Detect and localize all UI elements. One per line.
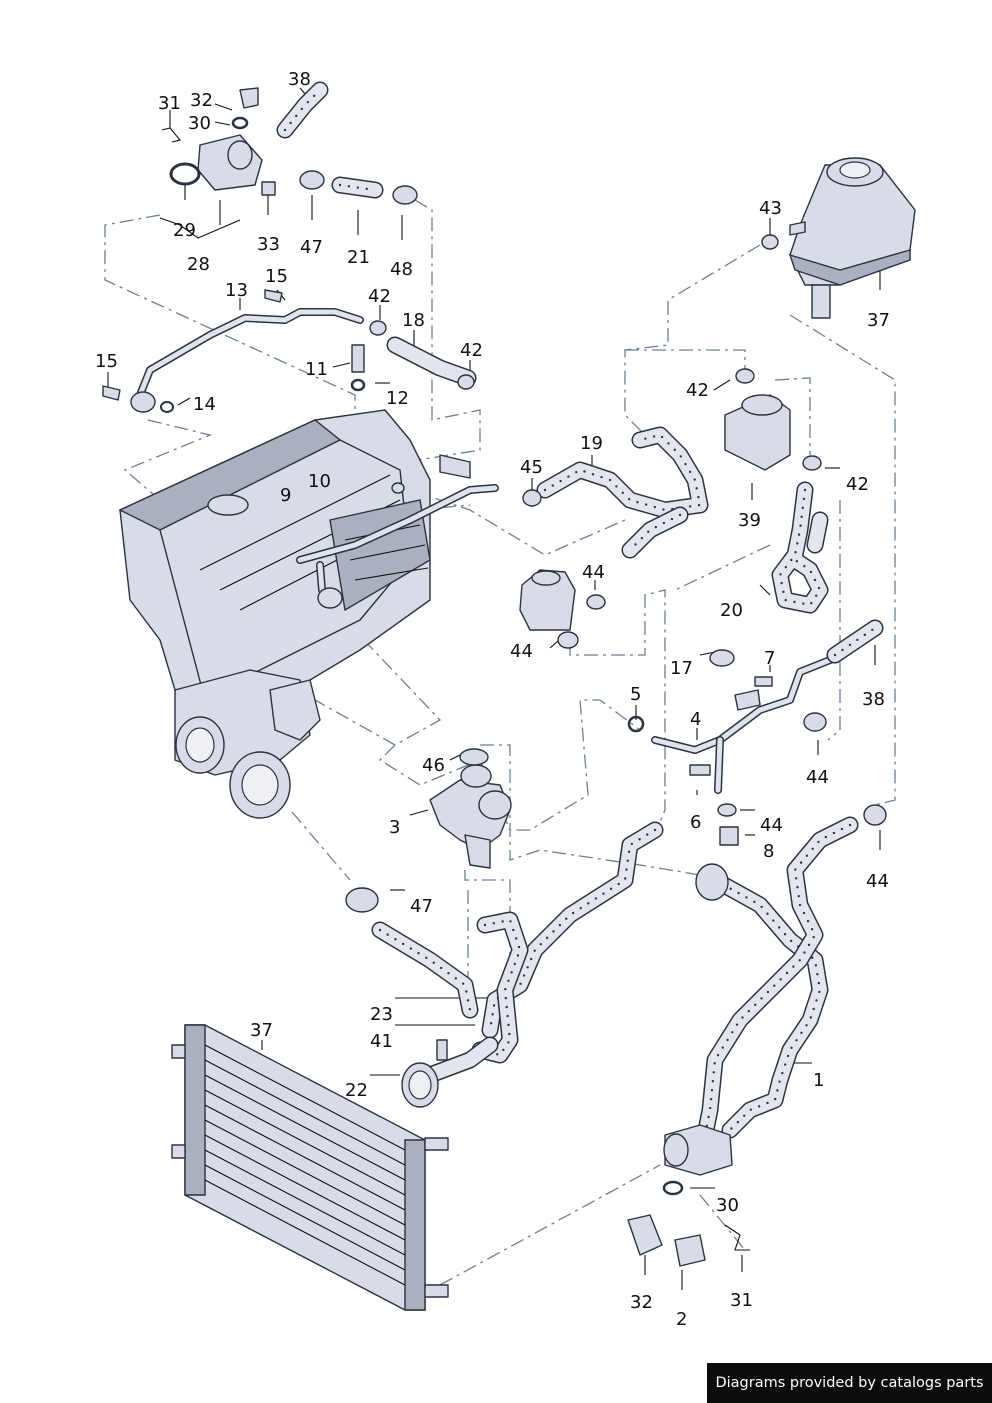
callout-42: 42 — [686, 380, 709, 401]
callout-7: 7 — [764, 648, 775, 669]
callout-labels: 31 32 38 30 29 33 47 21 48 28 43 37 13 1… — [95, 69, 890, 1330]
callout-10: 10 — [308, 471, 331, 492]
callout-20: 20 — [720, 600, 743, 621]
callout-21: 21 — [347, 247, 370, 268]
callout-44: 44 — [760, 815, 783, 836]
callout-30: 30 — [188, 113, 211, 134]
callout-39: 39 — [738, 510, 761, 531]
callout-9: 9 — [280, 485, 291, 506]
callout-2: 2 — [676, 1309, 687, 1330]
radiator-hoses — [345, 804, 887, 1267]
callout-14: 14 — [193, 394, 216, 415]
callout-47: 47 — [300, 237, 323, 258]
callout-15: 15 — [265, 266, 288, 287]
callout-42: 42 — [460, 340, 483, 361]
callout-42: 42 — [846, 474, 869, 495]
callout-11: 11 — [305, 359, 328, 380]
callout-46: 46 — [422, 755, 445, 776]
callout-44: 44 — [806, 767, 829, 788]
callout-4: 4 — [690, 709, 701, 730]
callout-13: 13 — [225, 280, 248, 301]
callout-3: 3 — [389, 817, 400, 838]
callout-17: 17 — [670, 658, 693, 679]
callout-31: 31 — [158, 93, 181, 114]
thermostat-housing-28 — [161, 81, 418, 205]
callout-45: 45 — [520, 457, 543, 478]
callout-1: 1 — [813, 1070, 824, 1091]
callout-8: 8 — [763, 841, 774, 862]
water-pump — [429, 748, 512, 869]
callout-44: 44 — [866, 871, 889, 892]
radiator — [171, 1024, 449, 1311]
callout-22: 22 — [345, 1080, 368, 1101]
callout-15: 15 — [95, 351, 118, 372]
callout-18: 18 — [402, 310, 425, 331]
callout-37: 37 — [250, 1020, 273, 1041]
hose-19 — [522, 426, 709, 559]
callout-38: 38 — [862, 689, 885, 710]
callout-28: 28 — [187, 254, 210, 275]
diagram-credit-badge: Diagrams provided by catalogs parts — [707, 1363, 992, 1403]
callout-19: 19 — [580, 433, 603, 454]
callout-12: 12 — [386, 388, 409, 409]
callout-43: 43 — [759, 198, 782, 219]
callout-44: 44 — [510, 641, 533, 662]
callout-32: 32 — [630, 1292, 653, 1313]
callout-30: 30 — [716, 1195, 739, 1216]
callout-37: 37 — [867, 310, 890, 331]
callout-38: 38 — [288, 69, 311, 90]
coolant-pipe-4 — [627, 619, 884, 846]
callout-47: 47 — [410, 896, 433, 917]
callout-31: 31 — [730, 1290, 753, 1311]
hose-20 — [771, 481, 829, 614]
expansion-tank — [761, 157, 916, 319]
callout-42: 42 — [368, 286, 391, 307]
callout-29: 29 — [173, 220, 196, 241]
callout-33: 33 — [257, 234, 280, 255]
callout-32: 32 — [190, 90, 213, 111]
callout-5: 5 — [630, 684, 641, 705]
callout-6: 6 — [690, 812, 701, 833]
callout-41: 41 — [370, 1031, 393, 1052]
part-39 — [724, 368, 822, 471]
engine-block — [118, 409, 431, 819]
callout-48: 48 — [390, 259, 413, 280]
coolant-pipe-9 — [296, 454, 499, 609]
callout-23: 23 — [370, 1004, 393, 1025]
coolant-pipe-13 — [102, 289, 477, 413]
callout-44: 44 — [582, 562, 605, 583]
small-reservoir — [519, 569, 606, 649]
